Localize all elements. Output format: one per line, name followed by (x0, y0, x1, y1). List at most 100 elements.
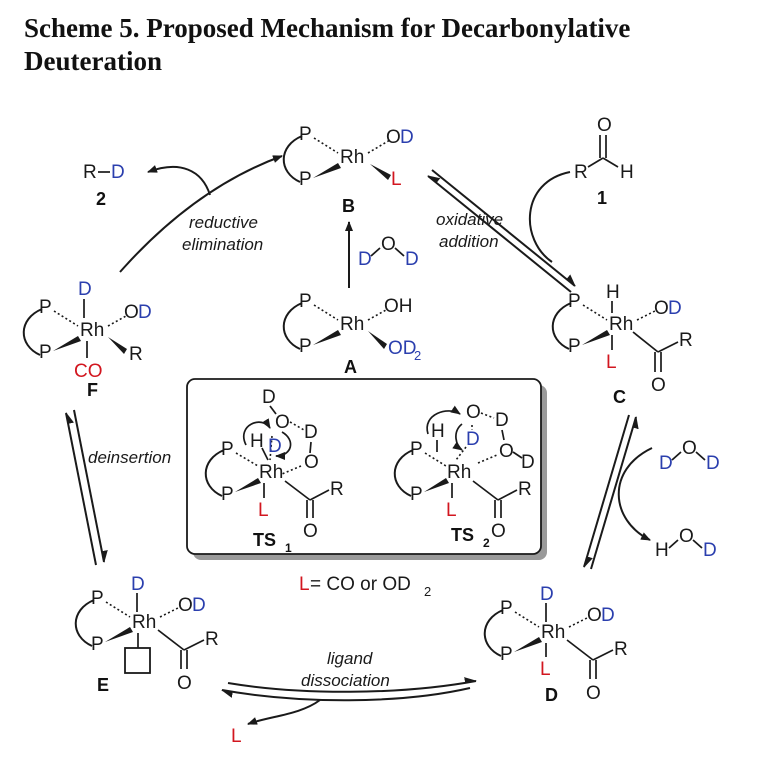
ts2-h: H (431, 421, 445, 442)
complex-a: P P Rh OH OD 2 A (282, 291, 421, 377)
d2o-top-d-right: D (405, 249, 419, 270)
rd-r: R (83, 162, 97, 183)
complex-f: P P Rh D O D R CO F (22, 279, 152, 400)
ts2-o-right: O (499, 441, 514, 462)
ts1-ligand-l: L (258, 500, 269, 521)
c-ligand-l: L (606, 352, 617, 373)
a-atom-oh: OH (384, 296, 413, 317)
product-2: R D 2 (83, 162, 125, 209)
e-atom-o: O (178, 595, 193, 616)
e-atom-rh: Rh (132, 612, 156, 633)
e-vacant-site (124, 647, 151, 674)
b-atom-d: D (400, 127, 414, 148)
d2o-right-d-left: D (659, 453, 673, 474)
ts1-p-bottom: P (221, 484, 234, 505)
d-atom-rh: Rh (541, 622, 565, 643)
f-atom-o: O (124, 302, 139, 323)
hod-h: H (655, 540, 669, 561)
d2o-top-d-left: D (358, 249, 372, 270)
ts2-d-blue: D (466, 429, 480, 450)
label-ligand: ligand (327, 649, 373, 668)
a-atom-od2: OD (388, 338, 417, 359)
f-atom-d2: D (138, 302, 152, 323)
ts-box (186, 378, 542, 555)
c-atom-p-bottom: P (568, 336, 581, 357)
label-addition: addition (439, 232, 499, 251)
label-2: 2 (96, 189, 106, 209)
label-ts1: TS (253, 530, 276, 550)
released-ligand-l: L (231, 726, 242, 747)
legend-sub: 2 (424, 584, 431, 599)
a-atom-p-bottom: P (299, 336, 312, 357)
ts2-rh: Rh (447, 462, 471, 483)
e-atom-r: R (205, 629, 219, 650)
b-atom-p-bottom: P (299, 169, 312, 190)
label-c: C (613, 387, 626, 407)
label-elimination: elimination (182, 235, 263, 254)
label-deinsertion: deinsertion (88, 448, 171, 467)
aldehyde-1: O R H 1 (574, 115, 634, 208)
ts1-d-top: D (262, 387, 276, 408)
complex-b: P P Rh O D L B (282, 124, 414, 216)
ts2-p-top: P (410, 439, 423, 460)
b-atom-p-top: P (299, 124, 312, 145)
hod-d: D (703, 540, 717, 561)
ts1-o-top: O (275, 412, 290, 433)
ts1-structure: D O D O H D P P Rh L R O TS 1 (204, 387, 344, 555)
d2o-reagent-right: D O D (659, 438, 720, 474)
rd-d: D (111, 162, 125, 183)
ts2-d-top: D (495, 410, 509, 431)
ligand-legend: L = CO or OD 2 (299, 574, 431, 599)
label-e: E (97, 675, 109, 695)
c-atom-p-top: P (568, 291, 581, 312)
a-atom-p-top: P (299, 291, 312, 312)
label-dissociation: dissociation (301, 671, 390, 690)
scheme-caption: Scheme 5. Proposed Mechanism for Decarbo… (24, 13, 631, 76)
ts1-h: H (250, 431, 264, 452)
b-ligand-l: L (391, 169, 402, 190)
ald-o: O (597, 115, 612, 136)
b-atom-o: O (386, 127, 401, 148)
f-atom-p-bottom: P (39, 342, 52, 363)
label-1: 1 (597, 188, 607, 208)
ts2-o-carbonyl: O (491, 521, 506, 542)
ald-r: R (574, 162, 588, 183)
e-atom-d2: D (192, 595, 206, 616)
f-atom-d: D (78, 279, 92, 300)
d-ligand-l: L (540, 659, 551, 680)
complex-e: P P Rh D O D R O E (74, 574, 219, 695)
ts2-structure: O D O D H D P P Rh L R O TS 2 (393, 402, 535, 550)
ts2-d-right: D (521, 452, 535, 473)
f-atom-rh: Rh (80, 320, 104, 341)
d-atom-o-carbonyl: O (586, 683, 601, 704)
label-oxidative: oxidative (436, 210, 503, 229)
svg-text:1: 1 (285, 541, 292, 555)
d2o-top-o: O (381, 234, 396, 255)
ts1-d-bridge: D (304, 422, 318, 443)
e-atom-o-carbonyl: O (177, 673, 192, 694)
label-d: D (545, 685, 558, 705)
d-atom-d2: D (601, 605, 615, 626)
ts1-o-carbonyl: O (303, 521, 318, 542)
label-reductive: reductive (189, 213, 258, 232)
d-atom-p-top: P (500, 598, 513, 619)
e-atom-d: D (131, 574, 145, 595)
hod-o: O (679, 526, 694, 547)
ts2-ligand-l: L (446, 500, 457, 521)
f-atom-p-top: P (39, 297, 52, 318)
b-atom-rh: Rh (340, 147, 364, 168)
ts2-p-bottom: P (410, 484, 423, 505)
ts2-r: R (518, 479, 532, 500)
d2o-reagent-top: D O D (358, 234, 419, 270)
label-b: B (342, 196, 355, 216)
e-atom-p-bottom: P (91, 634, 104, 655)
svg-text:2: 2 (483, 536, 490, 550)
d-atom-d: D (540, 584, 554, 605)
f-ligand-co: CO (74, 361, 103, 382)
d2o-right-d-right: D (706, 453, 720, 474)
ts1-d-blue: D (268, 436, 282, 457)
f-atom-r: R (129, 344, 143, 365)
d-atom-o: O (587, 605, 602, 626)
ts1-o-bottom: O (304, 452, 319, 473)
ts2-o-top: O (466, 402, 481, 423)
